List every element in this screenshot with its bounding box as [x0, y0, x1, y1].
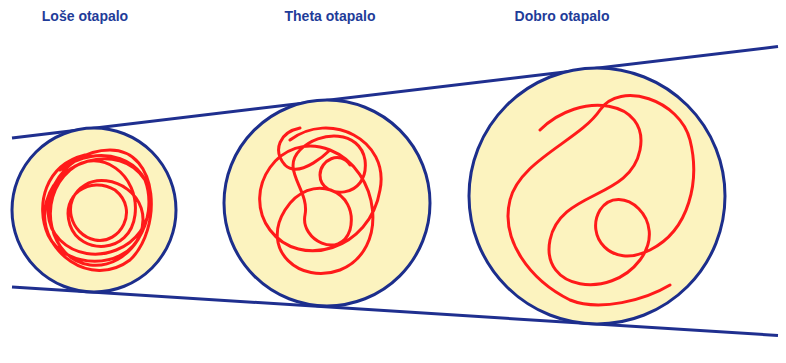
circle-fill: [12, 128, 176, 292]
polymer-coil: [43, 150, 152, 270]
polymer-coil: [508, 96, 694, 305]
solvent-label: Theta otapalo: [284, 8, 375, 24]
circle-fill: [469, 68, 725, 324]
solvent-circle: Dobro otapalo: [469, 68, 725, 324]
solvent-label: Dobro otapalo: [515, 8, 610, 24]
circle-outline: [469, 68, 725, 324]
solvent-label: Loše otapalo: [42, 8, 128, 24]
solvent-circle: Theta otapalo: [224, 100, 430, 306]
solvent-circle: Loše otapalo: [12, 128, 176, 292]
circle-outline: [224, 100, 430, 306]
circle-border: [469, 68, 725, 324]
circle-fill: [224, 100, 430, 306]
polymer-coil: [260, 128, 381, 274]
circle-border: [12, 128, 176, 292]
circle-outline: [12, 128, 176, 292]
circle-border: [224, 100, 430, 306]
